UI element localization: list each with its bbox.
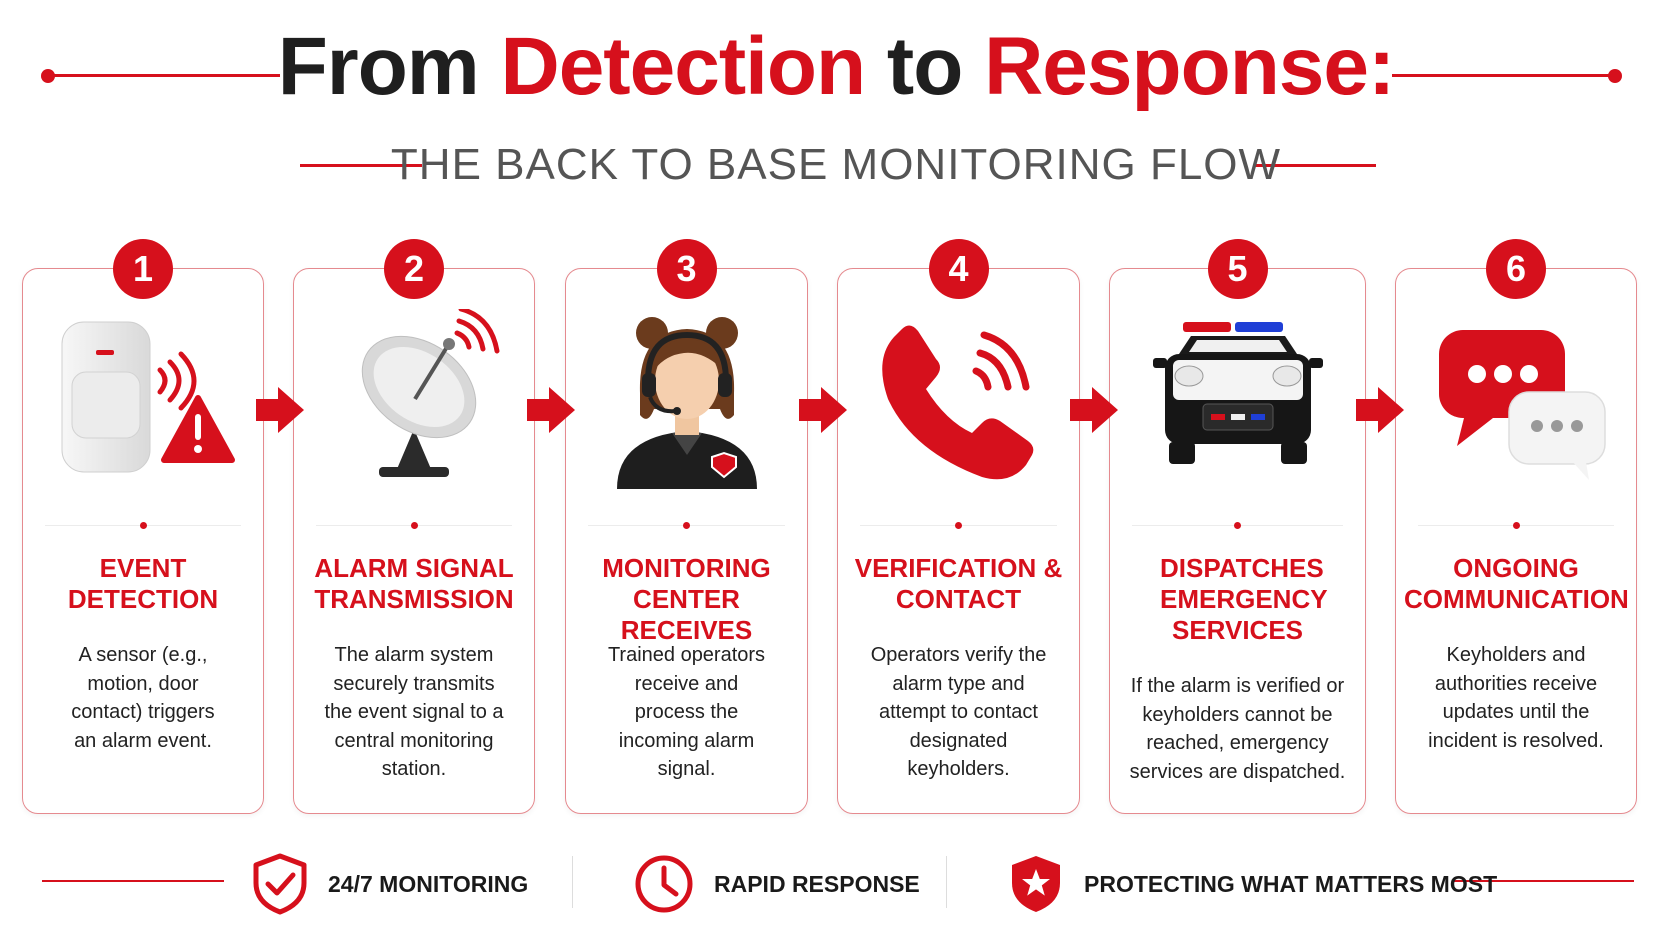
step-card-4: 4 VERIFICATION & CONTACT Operators verif… [837, 239, 1080, 814]
step-title: EVENT DETECTION [67, 553, 219, 614]
arrow-right-icon [527, 387, 575, 433]
step-description: If the alarm is verified or keyholders c… [1129, 675, 1346, 783]
step-description: Keyholders and authorities receive updat… [1428, 644, 1604, 752]
divider-dot [139, 522, 147, 529]
step-title: ALARM SIGNAL TRANSMISSION [314, 553, 514, 614]
footer-left-line [42, 880, 224, 882]
step-description: A sensor (e.g., motion, door contact) tr… [71, 644, 215, 752]
phone-ringing-icon [838, 309, 1079, 489]
title-from: From [277, 21, 480, 112]
footer-separator [946, 856, 947, 908]
step-card-5: 5 DISPATCHES EMERGENCY SERVICES If the a… [1109, 239, 1366, 814]
divider-dot [683, 522, 690, 529]
police-car-icon [1110, 309, 1365, 489]
footer-right-line [1452, 880, 1634, 882]
page-subtitle: THE BACK TO BASE MONITORING FLOW [390, 140, 1282, 189]
divider-dot [955, 522, 962, 529]
step-card-3: 3 MONITORING CENTER RECEIVES Trained ope… [565, 239, 808, 814]
title-detection: Detection [500, 21, 866, 112]
step-number-badge: 6 [1486, 239, 1546, 299]
arrow-right-icon [799, 387, 847, 433]
footer-item-rapid-response: RAPID RESPONSE [634, 852, 920, 916]
header-right-dot [1608, 69, 1622, 83]
subtitle-left-line [300, 164, 422, 167]
step-title: VERIFICATION & CONTACT [854, 553, 1063, 614]
footer-item-monitoring: 24/7 MONITORING [252, 852, 528, 916]
step-number-badge: 3 [656, 239, 717, 299]
motion-sensor-icon [23, 309, 263, 489]
footer-label-protecting: PROTECTING WHAT MATTERS MOST [1084, 870, 1498, 897]
divider-dot [1512, 522, 1520, 529]
divider-dot [410, 522, 418, 529]
step-number-badge: 5 [1207, 239, 1268, 299]
satellite-dish-icon [294, 309, 534, 489]
operator-headset-icon [566, 309, 807, 489]
step-card-6: 6 ONGOING COMMUNICATION Keyholders and a… [1395, 239, 1637, 814]
page-title: From Detection to Response: [0, 21, 1672, 112]
header-left-line [48, 74, 280, 77]
step-number-badge: 2 [384, 239, 444, 299]
step-number-badge: 4 [928, 239, 989, 299]
step-description: The alarm system securely transmits the … [324, 644, 504, 780]
shield-check-icon [253, 853, 307, 915]
divider-dot [1234, 522, 1241, 529]
footer-item-protecting: PROTECTING WHAT MATTERS MOST [1008, 852, 1497, 916]
subtitle-right-line [1254, 164, 1376, 167]
step-title: MONITORING CENTER RECEIVES [602, 553, 771, 645]
step-description: Trained operators receive and process th… [607, 644, 766, 780]
footer-label-rapid-response: RAPID RESPONSE [714, 870, 920, 897]
arrow-right-icon [1356, 387, 1404, 433]
step-description: Operators verify the alarm type and atte… [870, 644, 1047, 780]
footer-separator [572, 856, 573, 908]
title-response: Response: [984, 21, 1395, 112]
step-title: ONGOING COMMUNICATION [1404, 553, 1629, 614]
clock-icon [635, 855, 693, 913]
step-number-badge: 1 [113, 239, 173, 299]
chat-bubbles-icon [1396, 309, 1636, 489]
footer-label-monitoring: 24/7 MONITORING [328, 870, 529, 897]
step-card-2: 2 ALARM SIGNAL TRANSMISSION The alarm sy… [293, 239, 535, 814]
step-card-1: 1 EVENT DETECTION A sensor (e.g., motion… [22, 239, 264, 814]
title-to: to [886, 21, 963, 112]
header-right-line [1392, 74, 1614, 77]
step-title: DISPATCHES EMERGENCY SERVICES [1160, 553, 1328, 645]
arrow-right-icon [256, 387, 304, 433]
arrow-right-icon [1070, 387, 1118, 433]
shield-star-icon [1012, 856, 1060, 912]
